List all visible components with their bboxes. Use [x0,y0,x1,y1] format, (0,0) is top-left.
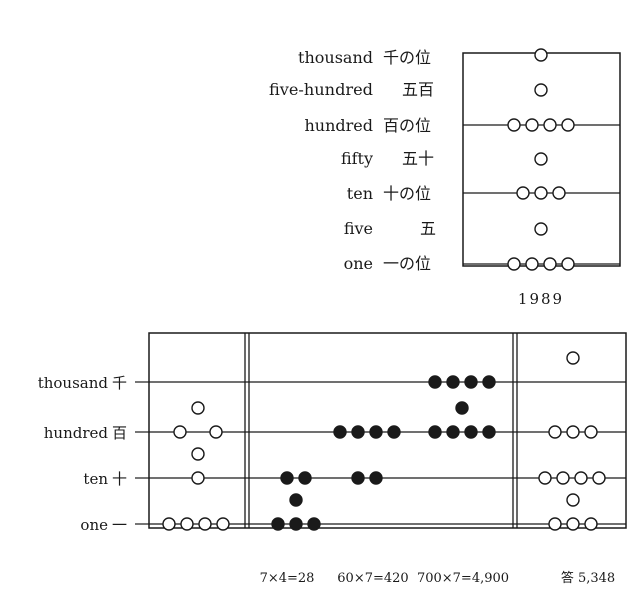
top-bead-hundred [525,118,539,132]
bottom-frame [148,332,627,529]
equation-60x7: 60×7=420 [337,571,408,586]
bead-partial-products-hundred [351,425,365,439]
bead-answer-hundred [566,425,580,439]
bead-partial-products-hundred [464,425,478,439]
bead-seven-ten [191,447,205,461]
top-label-en-hundred: hundred [304,116,373,135]
top-label-jp-one: 一の位 [383,254,431,273]
bead-seven-hundred [191,401,205,415]
bead-partial-products-hundred [369,425,383,439]
bead-partial-products-ten [298,471,312,485]
bead-partial-products-hundred [333,425,347,439]
top-label-jp-thousand: 千の位 [383,48,431,67]
top-label-en-ten: ten [347,184,373,203]
bottom-label-jp-ten: 十 [112,470,127,488]
bead-partial-products-one [289,493,303,507]
bead-partial-products-ten [369,471,383,485]
top-bead-hundred [561,118,575,132]
bead-seven-ten [191,471,205,485]
top-bead-thousand [534,48,548,62]
equation-7x4: 7×4=28 [260,571,315,586]
equations: 7×4=28 60×7=420 700×7=4,900 答 5,348 [260,570,616,586]
top-labels: thousand 千の位 five-hundred 五百 hundred 百の位… [269,48,436,273]
bead-partial-products-one [271,517,285,531]
top-label-en-five: five [344,219,373,238]
top-label-en-fifty: fifty [341,149,373,168]
top-label-jp-fifty: 五十 [402,149,434,168]
bead-partial-products-thousand [464,375,478,389]
top-bead-fifty [534,152,548,166]
top-label-en-thousand: thousand [298,48,373,67]
bead-partial-products-hundred [482,425,496,439]
bead-partial-products-thousand [446,375,460,389]
bead-answer-ten [592,471,606,485]
top-bead-hundred [507,118,521,132]
bottom-label-jp-hundred: 百 [112,424,127,442]
top-label-jp-ten: 十の位 [383,184,431,203]
bead-answer-thousand [566,351,580,365]
bead-answer-one [566,493,580,507]
bead-answer-hundred [548,425,562,439]
bead-partial-products-one [307,517,321,531]
equation-700x7: 700×7=4,900 [417,571,509,586]
top-bead-one [543,257,557,271]
top-bead-one [561,257,575,271]
bead-seven-hundred [173,425,187,439]
bead-answer-hundred [584,425,598,439]
bead-answer-ten [574,471,588,485]
bead-answer-one [566,517,580,531]
bead-partial-products-ten [351,471,365,485]
equation-answer: 答 5,348 [561,570,615,586]
bead-partial-products-hundred [387,425,401,439]
bead-partial-products-hundred [428,425,442,439]
bottom-label-en-hundred: hundred [44,424,109,442]
top-bead-one [507,257,521,271]
top-label-jp-five: 五 [420,219,436,238]
bottom-label-en-thousand: thousand [38,374,109,392]
bead-partial-products-hundred [455,401,469,415]
top-label-en-five-hundred: five-hundred [269,80,373,99]
bead-partial-products-thousand [482,375,496,389]
top-bead-ten [534,186,548,200]
bead-partial-products-ten [280,471,294,485]
top-bead-ten [552,186,566,200]
bottom-label-en-ten: ten [83,470,108,488]
top-bead-five-hundred [534,83,548,97]
top-abacus [462,48,621,271]
top-bead-one [525,257,539,271]
top-label-jp-five-hundred: 五百 [402,80,434,99]
bead-seven-hundred [209,425,223,439]
bead-seven-one [180,517,194,531]
top-bead-hundred [543,118,557,132]
top-label-en-one: one [344,254,373,273]
bottom-labels: thousand 千 hundred 百 ten 十 one 一 [38,374,127,534]
bottom-label-jp-one: 一 [112,516,127,534]
bead-answer-ten [556,471,570,485]
bead-partial-products-thousand [428,375,442,389]
bead-answer-one [584,517,598,531]
top-label-jp-hundred: 百の位 [383,116,431,135]
bead-partial-products-one [289,517,303,531]
bead-partial-products-hundred [446,425,460,439]
top-caption: 1989 [518,290,564,308]
bead-seven-one [198,517,212,531]
bottom-abacus [135,332,627,531]
top-bead-five [534,222,548,236]
bottom-label-jp-thousand: 千 [112,374,127,392]
bottom-beads [162,351,606,531]
top-bead-ten [516,186,530,200]
bead-answer-ten [538,471,552,485]
bead-seven-one [216,517,230,531]
bead-seven-one [162,517,176,531]
bead-answer-one [548,517,562,531]
bottom-label-en-one: one [80,516,108,534]
top-beads [507,48,575,271]
